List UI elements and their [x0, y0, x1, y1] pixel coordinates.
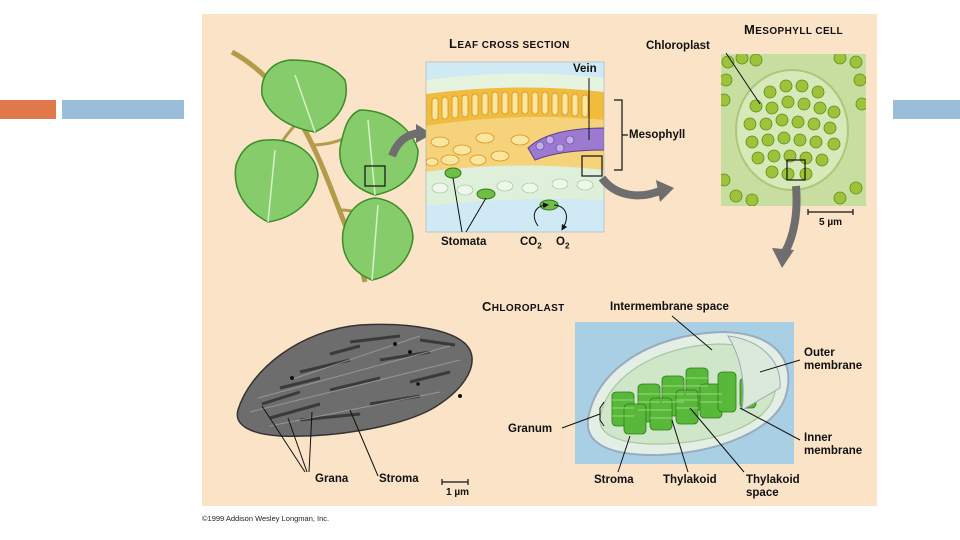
label-grana: Grana — [315, 473, 349, 485]
heading-leaf-cross-section: LEAF CROSS SECTION — [449, 36, 570, 51]
chloroplast-cutaway-illustration — [575, 322, 794, 464]
label-intermembrane-space: Intermembrane space — [610, 301, 729, 313]
heading-chloroplast: CHLOROPLAST — [482, 299, 565, 314]
leaf-branch-icon — [230, 49, 419, 283]
leaf-cross-section-illustration — [426, 62, 604, 232]
mesophyll-cell-micrograph — [721, 54, 866, 206]
label-chloroplast: Chloroplast — [646, 40, 710, 52]
label-stomata: Stomata — [441, 236, 487, 248]
accent-bar-blue-left — [62, 100, 184, 119]
label-vein: Vein — [573, 63, 597, 75]
label-stroma-left: Stroma — [379, 473, 419, 485]
accent-bar-blue-right — [893, 100, 960, 119]
heading-mesophyll-cell: MESOPHYLL CELL — [744, 22, 844, 37]
label-granum: Granum — [508, 423, 553, 435]
scale-bar-icon — [807, 209, 854, 215]
copyright-notice: ©1999 Addison Wesley Longman, Inc. — [202, 514, 330, 523]
label-mesophyll: Mesophyll — [629, 129, 686, 141]
label-thylakoid: Thylakoid — [663, 474, 717, 486]
label-o2: O2 — [556, 236, 570, 251]
label-co2: CO2 — [520, 236, 542, 251]
label-scale-5um: 5 µm — [819, 217, 842, 228]
label-stroma-right: Stroma — [594, 474, 634, 486]
chloroplast-micrograph — [236, 323, 473, 438]
label-scale-1um: 1 µm — [446, 487, 469, 498]
accent-bar-orange — [0, 100, 56, 119]
